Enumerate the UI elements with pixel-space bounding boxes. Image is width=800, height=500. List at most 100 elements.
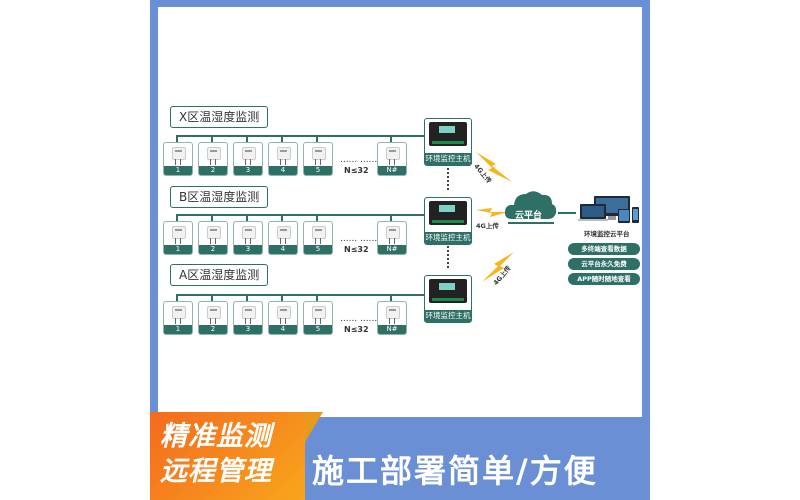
zone-x-ellipsis: ...... ...... [340,155,378,165]
sensor-probe [245,159,246,165]
sensor-probe [315,159,316,165]
sensor-probe [180,159,181,165]
orange-badge [150,412,323,500]
sensor-icon [277,147,291,160]
sensor-connector [246,294,248,301]
sensor-probe [210,318,211,324]
sensor-connector [281,135,283,142]
sensor-icon [312,226,326,239]
cloud-to-platform-line [558,212,576,214]
sensor-number: 2 [199,325,227,334]
zone-b-ellipsis: ...... ...... [340,234,378,244]
sensor-icon [277,226,291,239]
sensor-number: 5 [304,166,332,175]
sensor-node: 2 [198,142,228,176]
sensor-probe [210,238,211,244]
sensor-node: 2 [198,301,228,335]
sensor-probe [285,238,286,244]
sensor-connector [176,214,178,221]
sensor-probe [280,159,281,165]
sensor-probe [215,238,216,244]
cloud-label: 云平台 [515,211,543,221]
sensor-probe [394,238,395,244]
vertical-ellipsis [447,168,451,190]
sensor-probe [320,238,321,244]
sensor-number: 3 [234,166,262,175]
sensor-connector [390,214,392,221]
sensor-number: 5 [304,245,332,254]
sensor-probe [280,318,281,324]
sensor-connector [211,294,213,301]
sensor-node: 1 [163,221,193,255]
sensor-probe [389,318,390,324]
sensor-probe [180,318,181,324]
sensor-number: 3 [234,245,262,254]
sensor-probe [389,238,390,244]
zone-a-host: 环境监控主机 [424,275,472,323]
sensor-number: N# [378,245,406,254]
uplink-label-b: 4G上传 [476,222,499,230]
sensor-probe [389,159,390,165]
lightning-icon-a [482,252,514,282]
sensor-connector [246,135,248,142]
sensor-node: 1 [163,301,193,335]
sensor-probe [320,318,321,324]
zone-x-max: N≤32 [344,166,369,175]
sensor-number: 3 [234,325,262,334]
sensor-icon [207,147,221,160]
banner-left-line2: 远程管理 [160,456,272,487]
blue-band [305,443,650,500]
sensor-node: 3 [233,221,263,255]
sensor-probe [210,159,211,165]
sensor-number: N# [378,166,406,175]
sensor-probe [315,318,316,324]
sensor-icon [242,147,256,160]
sensor-node: 4 [268,221,298,255]
sensor-number: 2 [199,245,227,254]
zone-b-label: B区温湿度监测 [170,186,269,208]
sensor-icon [207,226,221,239]
feature-pill: APP随时随地查看 [568,273,640,285]
sensor-number: 1 [164,325,192,334]
zone-a-ellipsis: ...... ...... [340,314,378,324]
sensor-icon [386,226,400,239]
sensor-node: 5 [303,301,333,335]
sensor-number: 2 [199,166,227,175]
sensor-node: N# [377,142,407,176]
zone-x-label: X区温湿度监测 [170,106,269,128]
zone-a-label: A区温湿度监测 [170,264,269,286]
sensor-node: 4 [268,301,298,335]
sensor-connector [316,214,318,221]
sensor-probe [215,159,216,165]
sensor-node: N# [377,221,407,255]
sensor-probe [250,318,251,324]
sensor-icon [172,226,186,239]
sensor-number: 4 [269,325,297,334]
sensor-probe [215,318,216,324]
sensor-node: 2 [198,221,228,255]
sensor-probe [250,238,251,244]
sensor-node: 3 [233,301,263,335]
sensor-node: 5 [303,221,333,255]
sensor-number: 4 [269,166,297,175]
zone-x-host-label: 环境监控主机 [425,153,471,165]
sensor-connector [316,294,318,301]
sensor-number: N# [378,325,406,334]
feature-pill: 云平台永久免费 [568,258,640,270]
zone-a-host-label: 环境监控主机 [425,310,471,322]
sensor-probe [250,159,251,165]
sensor-connector [281,294,283,301]
zone-b-bus [176,214,426,216]
sensor-icon [242,306,256,319]
sensor-probe [175,238,176,244]
lightning-icon-b [476,208,508,217]
sensor-node: 4 [268,142,298,176]
feature-pill: 多终端查看数据 [568,243,640,255]
sensor-icon [386,306,400,319]
sensor-connector [176,135,178,142]
sensor-icon [172,306,186,319]
sensor-connector [390,135,392,142]
sensor-connector [211,135,213,142]
sensor-node: 1 [163,142,193,176]
zone-a-bus [176,294,426,296]
